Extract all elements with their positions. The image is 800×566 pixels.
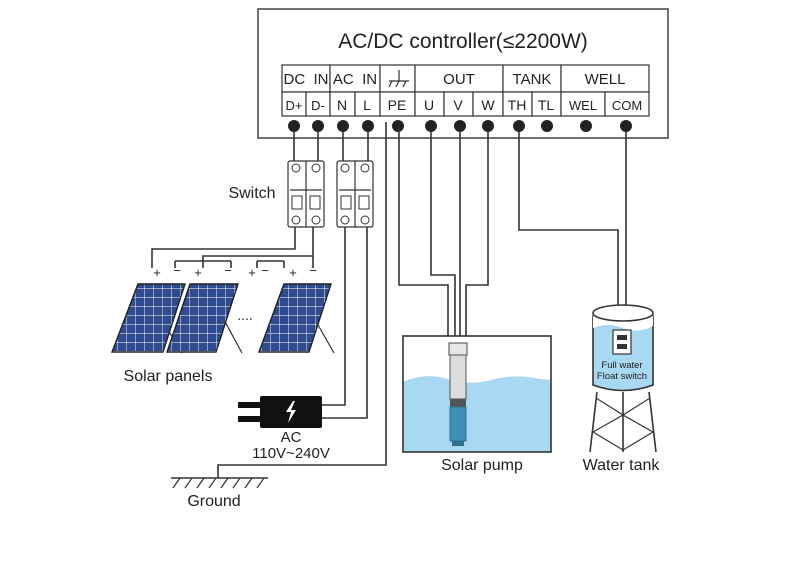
- wires: [151, 122, 627, 478]
- cell-tl: [531, 91, 562, 117]
- ac-voltage-label: 110V~240V: [252, 445, 330, 462]
- ac-plug: AC 110V~240V: [238, 396, 330, 462]
- solar-panels-label: Solar panels: [124, 368, 213, 385]
- terminal-screw-tl: [541, 120, 553, 132]
- panels-ellipsis: ....: [237, 307, 253, 323]
- group-label-tank: TANK: [513, 71, 552, 88]
- ground-icon: [171, 477, 268, 489]
- switch-dc[interactable]: [287, 160, 325, 228]
- cell-com: [604, 91, 650, 117]
- terminal-label-n: N: [337, 97, 347, 113]
- well-box: [402, 335, 552, 453]
- terminal-screw-v: [454, 120, 466, 132]
- terminal-label-v: V: [453, 97, 463, 113]
- ac-label: AC: [281, 429, 302, 446]
- polarity-mark: +: [153, 265, 161, 280]
- switch-ac[interactable]: [336, 160, 374, 228]
- cell-th: [502, 91, 533, 117]
- cell-v: [443, 91, 474, 117]
- terminal-screw-wel: [580, 120, 592, 132]
- solar-panel-icon: [257, 283, 335, 354]
- terminal-label-pe: PE: [388, 97, 407, 113]
- terminal-label-wel: WEL: [569, 98, 597, 113]
- terminal-label-com: COM: [612, 98, 642, 113]
- controller-title: AC/DC controller(≤2200W): [338, 30, 588, 53]
- polarity-mark: −: [173, 263, 181, 278]
- group-well: [560, 64, 650, 93]
- terminal-label-th: TH: [508, 97, 527, 113]
- polarity-mark: −: [309, 263, 317, 278]
- water-tank-label: Water tank: [583, 457, 661, 474]
- group-pe: [379, 64, 416, 93]
- solar-pump: Solar pump: [402, 335, 553, 474]
- terminal-label-dminus: D-: [311, 98, 325, 113]
- ground-label: Ground: [187, 493, 240, 510]
- well-water: [403, 376, 553, 452]
- pump-icon: [448, 342, 468, 446]
- solar-panel-icon: [166, 283, 243, 354]
- polarity-mark: −: [261, 263, 269, 278]
- terminal-screw-dminus: [312, 120, 324, 132]
- terminal-label-l: L: [363, 97, 371, 113]
- cell-dplus: [281, 91, 307, 117]
- terminal-screw-n: [337, 120, 349, 132]
- terminal-screw-w: [482, 120, 494, 132]
- group-label-out: OUT: [443, 71, 475, 88]
- terminal-label-u: U: [424, 97, 434, 113]
- earth-symbol-icon: [388, 70, 409, 88]
- lightning-icon: [286, 401, 296, 423]
- solar-pump-label: Solar pump: [441, 457, 523, 474]
- polarity-mark: +: [248, 265, 256, 280]
- float-switch-line2: Float switch: [597, 371, 647, 382]
- polarity-mark: +: [289, 265, 297, 280]
- float-switch-line1: Full water: [601, 360, 642, 371]
- terminal-label-dplus: D+: [286, 98, 303, 113]
- group-label-ac-in: AC IN: [333, 71, 377, 88]
- group-label-dc-in: DC IN: [284, 71, 329, 88]
- cell-pe: [379, 91, 416, 117]
- terminal-screw-dplus: [288, 120, 300, 132]
- terminal-screw-l: [362, 120, 374, 132]
- terminal-label-w: W: [481, 97, 495, 113]
- terminal-screw-u: [425, 120, 437, 132]
- float-switch-icon: [612, 329, 632, 355]
- switch-label: Switch: [228, 185, 275, 202]
- group-label-well: WELL: [585, 71, 626, 88]
- terminal-screw-com: [620, 120, 632, 132]
- terminal-screw-pe: [392, 120, 404, 132]
- polarity-mark: −: [224, 263, 232, 278]
- terminal-screw-th: [513, 120, 525, 132]
- controller: AC/DC controller(≤2200W) DC IN AC IN OUT…: [257, 8, 669, 139]
- water-tank: Full water Float switch Water tank: [583, 304, 661, 474]
- tank-tower: [589, 391, 657, 453]
- polarity-mark: +: [194, 265, 202, 280]
- solar-panels: + − + − + − + − .... Solar panels: [110, 263, 335, 385]
- terminal-label-tl: TL: [538, 97, 555, 113]
